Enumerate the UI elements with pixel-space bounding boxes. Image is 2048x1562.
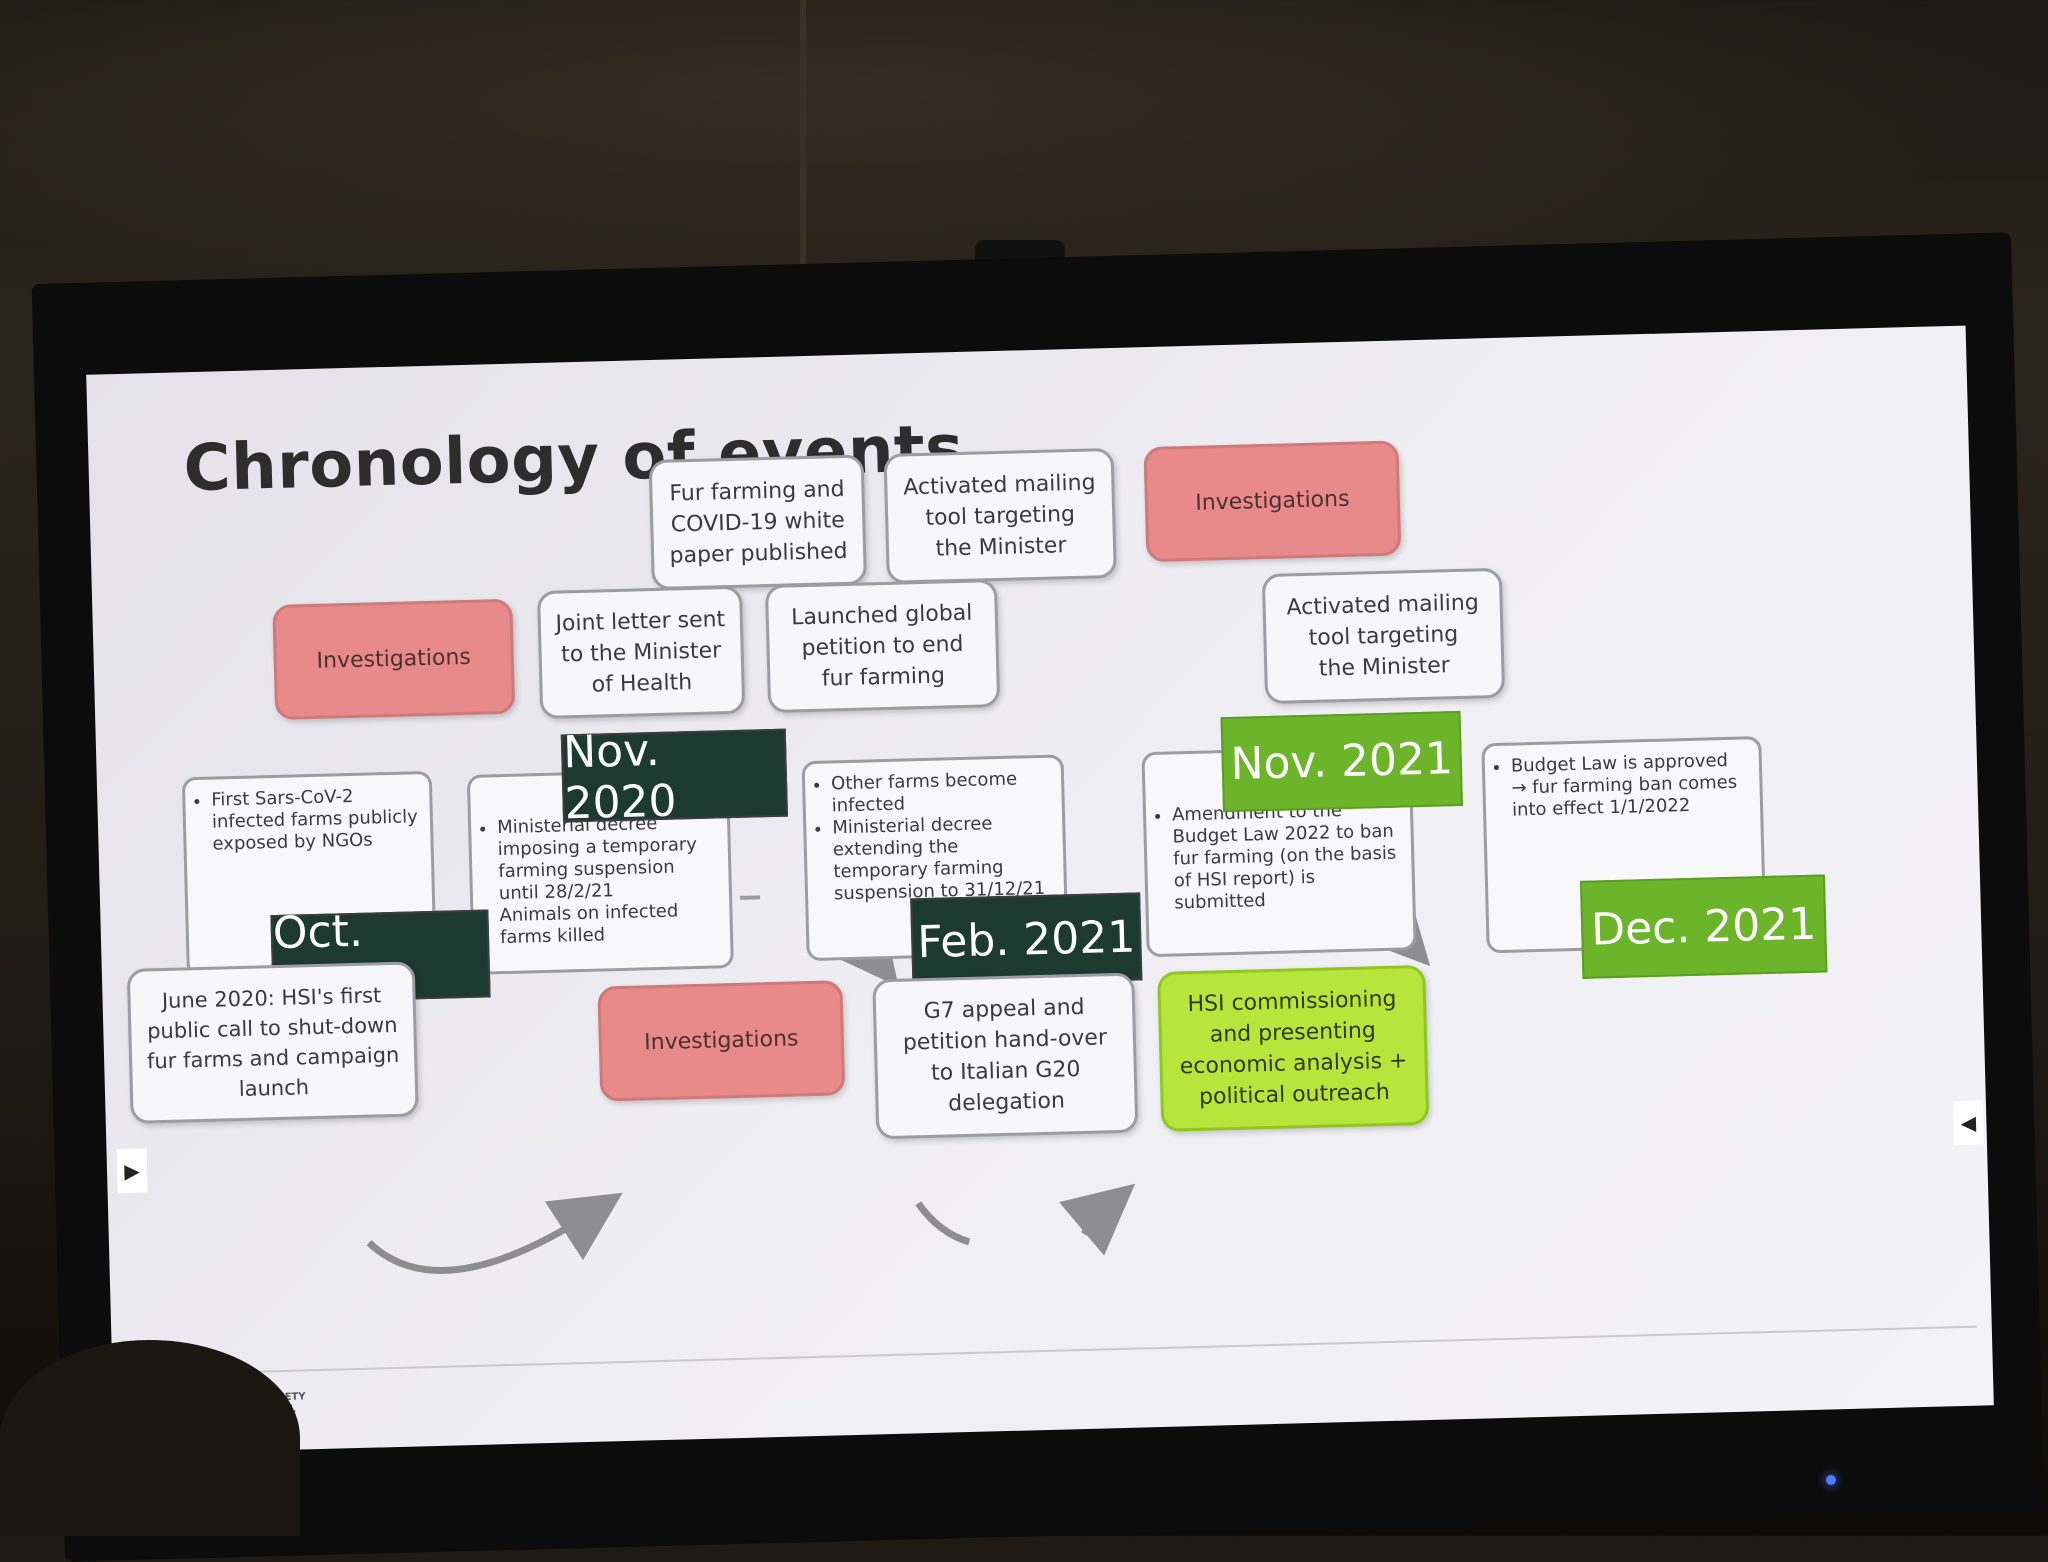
mailing-tool-right-box: Activated mailing tool targeting the Min… [1261, 567, 1506, 705]
nov-2020-item-2: Animals on infected farms killed [499, 899, 718, 949]
mailing-tool-top-box: Activated mailing tool targeting the Min… [883, 447, 1117, 584]
date-nov-2021: Nov. 2021 [1220, 710, 1463, 813]
investigations-left-box: Investigations [272, 598, 516, 720]
presentation-slide: Chronology of events Fur farming and COV… [86, 325, 1994, 1455]
arrow-feb-to-g7 [915, 1201, 971, 1246]
dec-2021-item: Budget Law is approved → fur farming ban… [1511, 749, 1749, 821]
hsi-commissioning-box: HSI commissioning and presenting economi… [1157, 964, 1430, 1132]
date-nov-2020: Nov. 2020 [560, 725, 788, 829]
previous-slide-button[interactable]: ▶ [116, 1148, 148, 1194]
june-2020-box: June 2020: HSI's first public call to sh… [126, 961, 419, 1124]
wall-seam [800, 0, 806, 290]
arrow-june-to-oct [366, 1192, 623, 1274]
global-petition-box: Launched global petition to end fur farm… [764, 579, 1001, 714]
investigations-bottom-box: Investigations [597, 980, 846, 1102]
feb-2021-item-1: Other farms become infected [831, 768, 1050, 818]
oct-2020-item: First Sars-CoV-2 infected farms publicly… [211, 784, 419, 855]
white-paper-box: Fur farming and COVID-19 white paper pub… [648, 454, 867, 591]
connector-joint-petition [740, 895, 761, 900]
nov-2021-item: Amendment to the Budget Law 2022 to ban … [1172, 799, 1401, 915]
g7-appeal-box: G7 appeal and petition hand-over to Ital… [872, 972, 1139, 1140]
investigations-top-right-box: Investigations [1143, 440, 1402, 563]
audience-head-silhouette [0, 1340, 300, 1536]
feb-2021-item-2: Ministerial decree extending the tempora… [832, 812, 1052, 906]
monitor-power-led [1826, 1475, 1836, 1485]
arrow-hsi-to-nov [1058, 1183, 1136, 1256]
date-dec-2021: Dec. 2021 [1579, 874, 1828, 979]
next-slide-button[interactable]: ◀ [1952, 1100, 1984, 1146]
joint-letter-box: Joint letter sent to the Minister of Hea… [537, 585, 746, 720]
